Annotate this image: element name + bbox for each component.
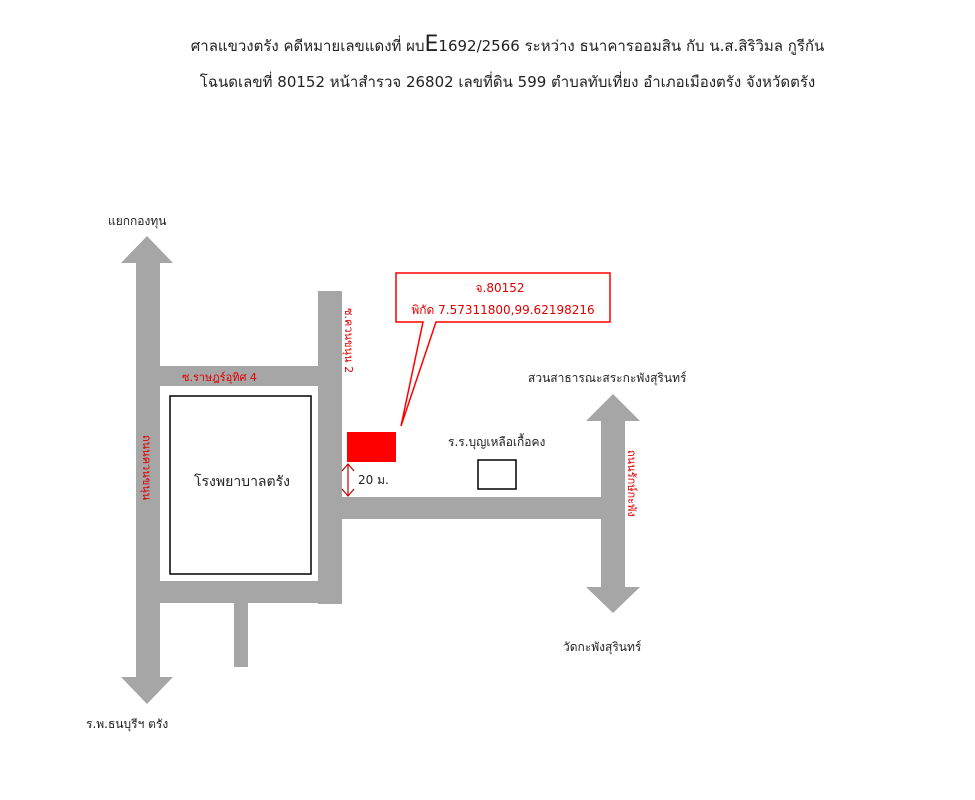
header-line-2: โฉนดเลขที่ 80152 หน้าสำรวจ 26802 เลขที่ด… — [199, 73, 816, 91]
top-soi-road — [160, 366, 342, 386]
school-outline — [477, 459, 517, 490]
distance-label: 20 ม. — [358, 473, 389, 487]
callout-coordinates: พิกัด 7.57311800,99.62198216 — [411, 303, 594, 317]
header-line-1: ศาลแขวงตรัง คดีหมายเลขแดงที่ ผบE1692/256… — [0, 32, 975, 58]
soi-top-label: ซ.ราษฎร์อุทิศ 4 — [182, 371, 257, 384]
bottom-soi-road — [160, 581, 342, 603]
callout-box — [395, 272, 611, 427]
right-road — [601, 420, 625, 588]
soi-vertical-label: ซ.ควนขนุน 2 — [342, 308, 355, 373]
hospital-outline — [169, 395, 312, 575]
header-case-prefix: E — [424, 32, 439, 57]
north-destination-label: แยกกองทุน — [108, 214, 166, 229]
south-arrow-head — [121, 677, 173, 704]
main-road-label: ถนนควนขนุน — [140, 435, 153, 501]
callout-deed-no: จ.80152 — [475, 281, 524, 295]
south-destination-label: ร.พ.ธนบุรีฯ ตรัง — [86, 717, 168, 732]
hospital-label: โรงพยาบาลตรัง — [194, 473, 290, 490]
vertical-soi-road — [318, 291, 342, 604]
distance-arrow-bottom — [341, 488, 355, 497]
east-south-arrow-head — [586, 587, 640, 613]
east-north-arrow-head — [586, 394, 640, 421]
header-line-1-part2: 1692/2566 ระหว่าง ธนาคารออมสิน กับ น.ส.ส… — [438, 37, 825, 55]
main-left-road — [136, 262, 160, 678]
right-road-label: ถนนรักษ์กะพัง — [625, 450, 638, 517]
distance-arrow-top — [341, 463, 355, 472]
header-line-1-part1: ศาลแขวงตรัง คดีหมายเลขแดงที่ ผบ — [190, 37, 425, 55]
north-arrow-head — [121, 236, 173, 263]
school-label: ร.ร.บุญเหลือเกื้อคง — [448, 433, 545, 450]
east-north-destination-label: สวนสาธารณะสระกะพังสุรินทร์ — [528, 371, 687, 386]
roads — [121, 236, 640, 704]
east-south-destination-label: วัดกะพังสุรินทร์ — [563, 640, 642, 655]
plot-marker — [347, 432, 396, 462]
east-road — [342, 497, 602, 519]
stub-road — [234, 603, 248, 667]
